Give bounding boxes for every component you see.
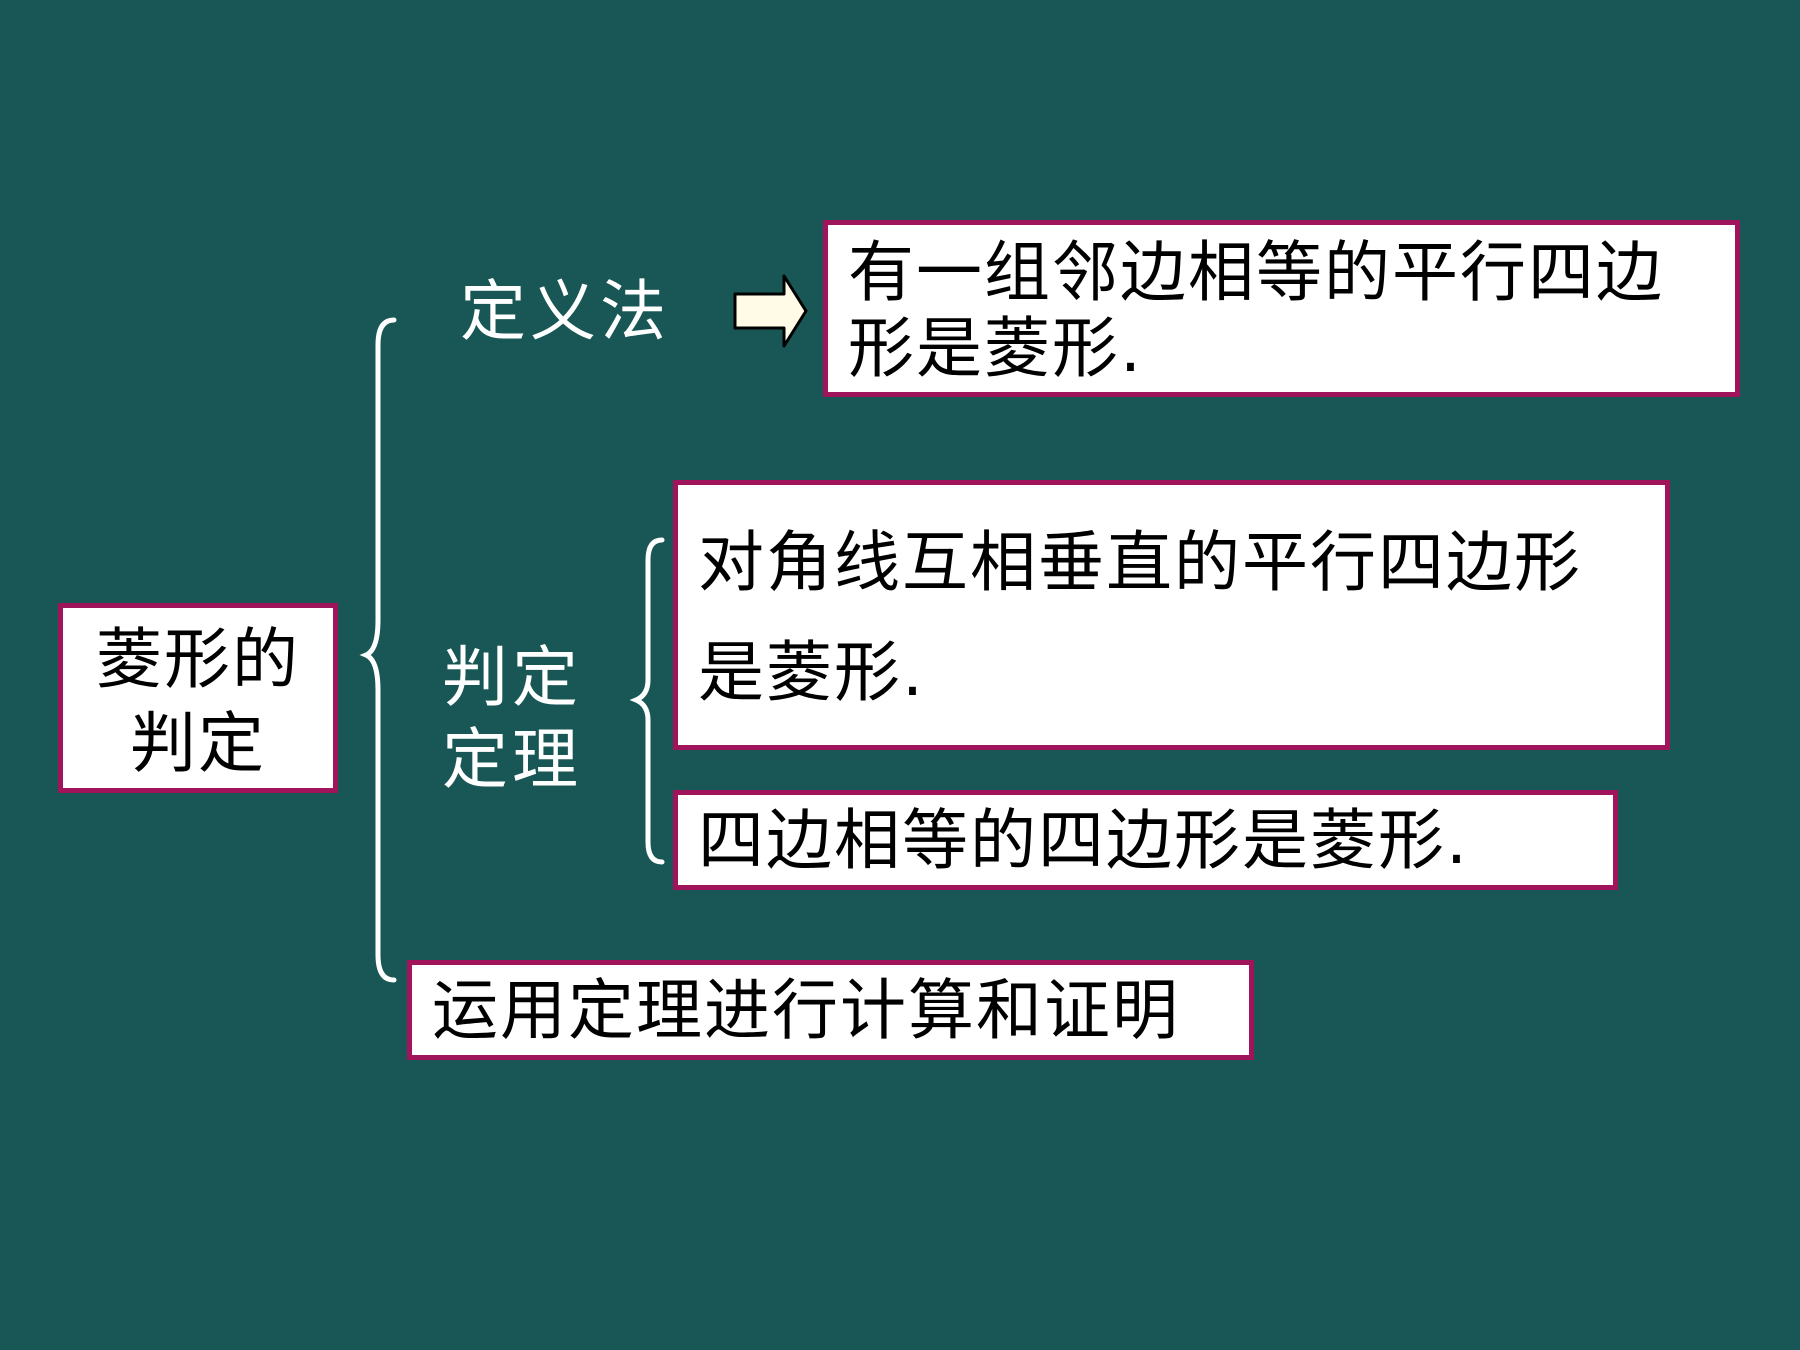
- root-title-line2: 判定: [130, 705, 266, 782]
- theorem-label-line1: 判定: [442, 639, 582, 716]
- definition-statement-line1: 有一组邻边相等的平行四边: [848, 234, 1664, 311]
- root-title-line1: 菱形的: [96, 621, 300, 698]
- theorem-label-line2: 定理: [442, 721, 582, 798]
- root-box: 菱形的 判定: [58, 603, 338, 793]
- right-arrow-icon: [733, 274, 808, 348]
- theorem2-text: 四边相等的四边形是菱形.: [698, 802, 1469, 879]
- theorem1-box: 对角线互相垂直的平行四边形 是菱形.: [673, 480, 1670, 750]
- definition-statement-line2: 形是菱形.: [848, 310, 1143, 387]
- theorem-brace: [629, 537, 665, 865]
- theorem1-line1: 对角线互相垂直的平行四边形: [698, 524, 1582, 601]
- definition-method-label: 定义法: [460, 273, 670, 350]
- theorem2-box: 四边相等的四边形是菱形.: [673, 790, 1618, 890]
- application-text: 运用定理进行计算和证明: [432, 972, 1180, 1049]
- application-box: 运用定理进行计算和证明: [407, 960, 1254, 1060]
- definition-statement-box: 有一组邻边相等的平行四边 形是菱形.: [823, 220, 1740, 397]
- main-brace: [359, 317, 397, 983]
- theorem1-line2: 是菱形.: [698, 634, 925, 711]
